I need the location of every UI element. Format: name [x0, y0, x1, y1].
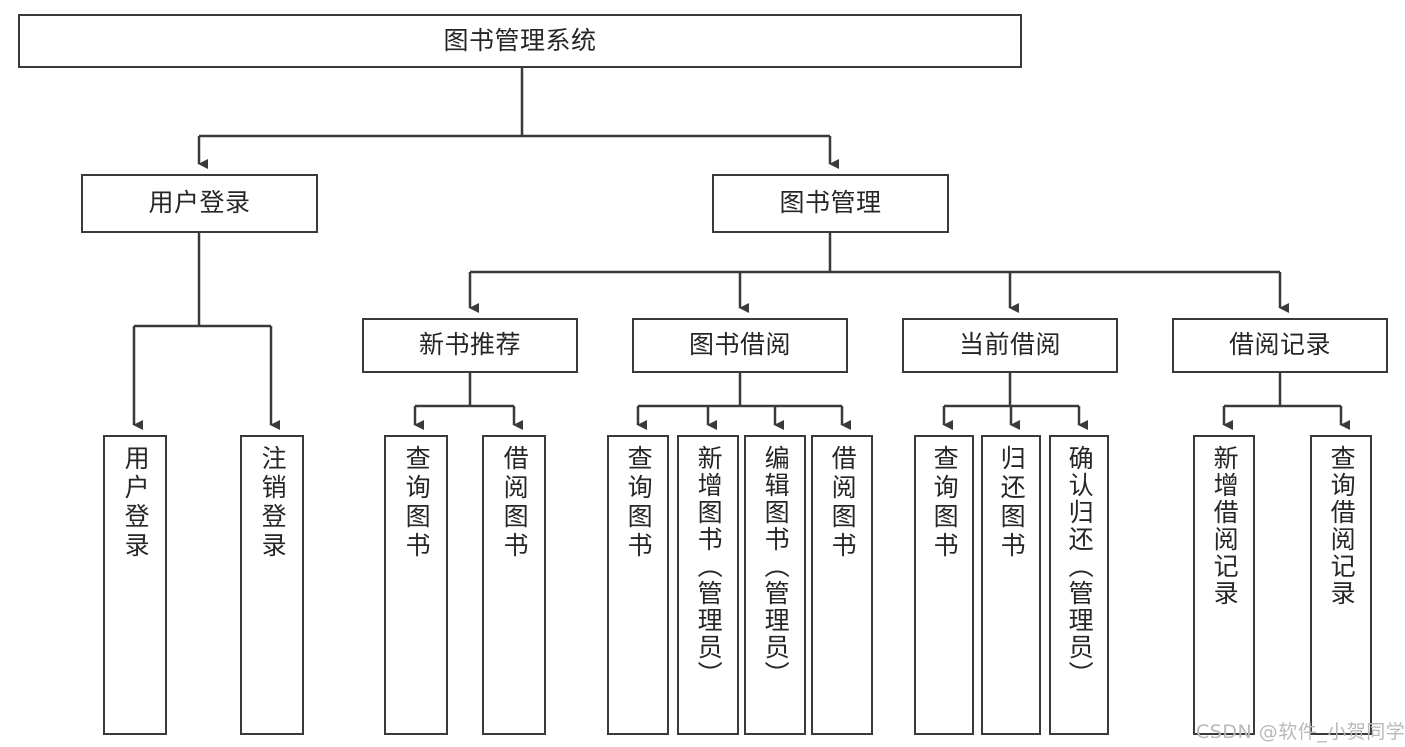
- node-label: 新增借阅记录: [1210, 445, 1240, 607]
- node-label: 借阅图书: [500, 445, 530, 561]
- leaf-current-return-book[interactable]: 归还图书: [981, 435, 1041, 735]
- node-label: 查询图书: [402, 445, 432, 561]
- node-label: 借阅图书: [828, 445, 858, 561]
- leaf-borrow-query-book[interactable]: 查询图书: [607, 435, 669, 735]
- leaf-user-login[interactable]: 用户登录: [103, 435, 167, 735]
- node-root-system[interactable]: 图书管理系统: [18, 14, 1022, 68]
- leaf-current-query-book[interactable]: 查询图书: [914, 435, 974, 735]
- node-label: 确认归还（管理员）: [1065, 445, 1095, 688]
- node-label: 新增图书（管理员）: [694, 445, 724, 688]
- leaf-records-add-record[interactable]: 新增借阅记录: [1193, 435, 1255, 735]
- leaf-user-logout[interactable]: 注销登录: [240, 435, 304, 735]
- node-label: 编辑图书（管理员）: [761, 445, 791, 688]
- node-label: 新书推荐: [418, 330, 521, 360]
- node-borrow-records[interactable]: 借阅记录: [1172, 318, 1388, 373]
- node-label: 图书借阅: [688, 330, 791, 360]
- leaf-borrow-add-book-admin[interactable]: 新增图书（管理员）: [677, 435, 739, 735]
- leaf-records-query-record[interactable]: 查询借阅记录: [1310, 435, 1372, 735]
- node-book-borrow[interactable]: 图书借阅: [632, 318, 848, 373]
- node-new-book-recommend[interactable]: 新书推荐: [362, 318, 578, 373]
- leaf-recommend-query-book[interactable]: 查询图书: [384, 435, 448, 735]
- node-label: 查询图书: [930, 445, 960, 561]
- node-label: 用户登录: [148, 188, 251, 218]
- node-label: 注销登录: [258, 445, 288, 561]
- node-label: 图书管理: [779, 188, 882, 218]
- node-book-management[interactable]: 图书管理: [712, 174, 949, 233]
- leaf-borrow-borrow-book[interactable]: 借阅图书: [811, 435, 873, 735]
- leaf-borrow-edit-book-admin[interactable]: 编辑图书（管理员）: [744, 435, 806, 735]
- node-label: 当前借阅: [958, 330, 1061, 360]
- node-label: 图书管理系统: [443, 25, 597, 55]
- node-label: 用户登录: [121, 445, 151, 561]
- node-label: 查询借阅记录: [1327, 445, 1357, 607]
- node-user-login[interactable]: 用户登录: [81, 174, 318, 233]
- node-label: 查询图书: [624, 445, 654, 561]
- leaf-recommend-borrow-book[interactable]: 借阅图书: [482, 435, 546, 735]
- csdn-watermark: CSDN @软件_小贺同学: [1196, 721, 1405, 743]
- node-current-borrow[interactable]: 当前借阅: [902, 318, 1118, 373]
- leaf-current-confirm-return-admin[interactable]: 确认归还（管理员）: [1049, 435, 1109, 735]
- node-label: 归还图书: [997, 445, 1027, 561]
- node-label: 借阅记录: [1228, 330, 1331, 360]
